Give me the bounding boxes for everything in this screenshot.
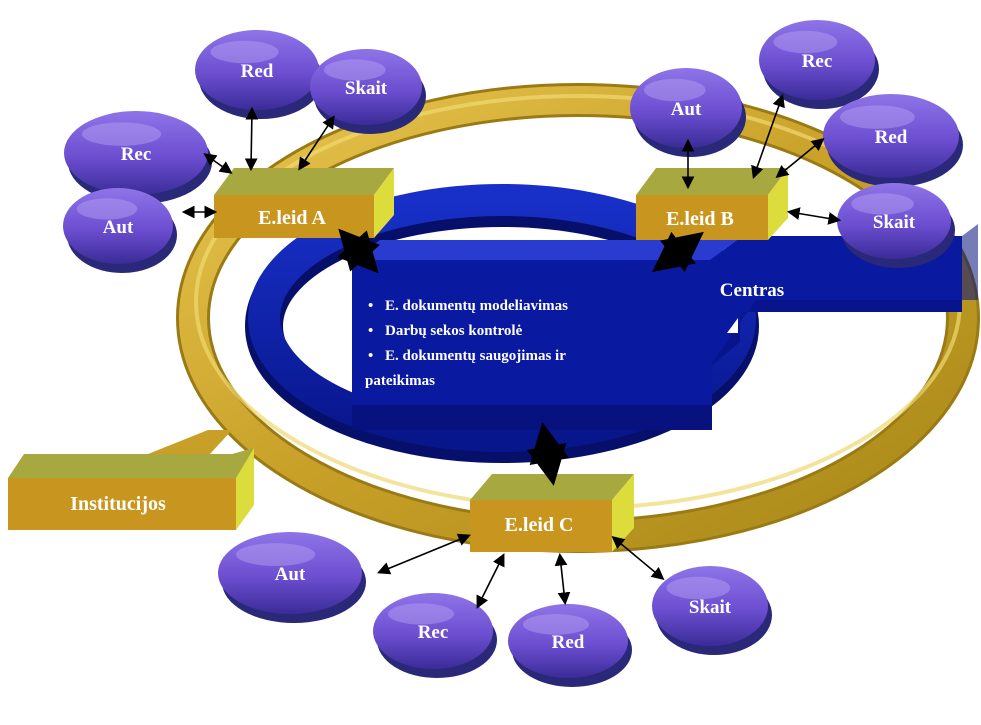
institutions-label: Institucijos bbox=[70, 493, 166, 515]
blob-b-aut-label: Aut bbox=[671, 99, 702, 120]
centre-bullet-2: Darbų sekos kontrolė bbox=[385, 323, 523, 339]
bullet-dot: • bbox=[368, 298, 373, 314]
centre-links bbox=[337, 228, 704, 486]
blob-c-skait: Skait bbox=[652, 566, 772, 655]
blob-a-skait-label: Skait bbox=[345, 78, 388, 99]
publisher-a-box bbox=[214, 168, 394, 238]
centre-title: Centras bbox=[720, 280, 784, 301]
link-c-centre bbox=[526, 422, 570, 486]
blob-a-aut: Aut bbox=[63, 188, 177, 273]
blob-a-rec-label: Rec bbox=[121, 144, 152, 165]
arrow-b-red bbox=[775, 137, 825, 179]
arrow-a-skait bbox=[298, 115, 335, 171]
arrow-b-rec bbox=[751, 93, 785, 180]
blob-c-red: Red bbox=[508, 604, 632, 687]
centre-block bbox=[352, 224, 978, 430]
centre-bullet-4: pateikimas bbox=[365, 373, 435, 389]
blob-c-red-label: Red bbox=[552, 632, 585, 653]
publisher-c-label: E.leid C bbox=[505, 514, 574, 536]
link-a-centre bbox=[337, 228, 380, 274]
publisher-a-label: E.leid A bbox=[258, 207, 326, 229]
arrow-a-red bbox=[244, 106, 259, 172]
arrow-c-red bbox=[554, 552, 571, 606]
blob-b-skait-label: Skait bbox=[873, 212, 916, 233]
bullet-dot: • bbox=[368, 323, 373, 339]
blob-a-rec: Rec bbox=[64, 111, 212, 204]
blob-b-skait: Skait bbox=[837, 183, 955, 268]
publisher-b-label: E.leid B bbox=[666, 208, 734, 230]
blob-a-red: Red bbox=[195, 30, 323, 119]
blob-c-rec: Rec bbox=[373, 593, 497, 678]
centre-bullet-1: E. dokumentų modeliavimas bbox=[385, 298, 568, 314]
arrow-c-rec bbox=[476, 553, 505, 609]
blob-c-rec-label: Rec bbox=[418, 622, 449, 643]
blob-c-skait-label: Skait bbox=[689, 597, 732, 618]
bullet-dot: • bbox=[368, 348, 373, 364]
blob-b-rec: Rec bbox=[759, 20, 879, 109]
arrow-b-skait bbox=[786, 207, 842, 225]
institutions-box bbox=[8, 430, 254, 530]
blob-a-skait: Skait bbox=[310, 49, 426, 134]
blob-b-red-label: Red bbox=[875, 127, 908, 148]
blob-b-aut: Aut bbox=[630, 68, 746, 157]
centre-bullet-3: E. dokumentų saugojimas ir bbox=[385, 348, 566, 364]
centre-bullet-list: • E. dokumentų modeliavimas • Darbų seko… bbox=[365, 298, 568, 389]
arrow-c-skait bbox=[611, 535, 665, 581]
publisher-c-box bbox=[470, 474, 634, 552]
blob-a-aut-label: Aut bbox=[103, 217, 134, 238]
blob-c-aut: Aut bbox=[218, 532, 366, 623]
link-b-centre bbox=[652, 231, 704, 273]
arrow-c-aut bbox=[377, 533, 471, 575]
blob-b-rec-label: Rec bbox=[802, 51, 833, 72]
arrow-a-rec bbox=[203, 153, 233, 174]
blob-a-red-label: Red bbox=[241, 61, 274, 82]
connection-arrows bbox=[181, 93, 842, 609]
blob-b-red: Red bbox=[823, 94, 963, 187]
blob-c-aut-label: Aut bbox=[275, 564, 306, 585]
